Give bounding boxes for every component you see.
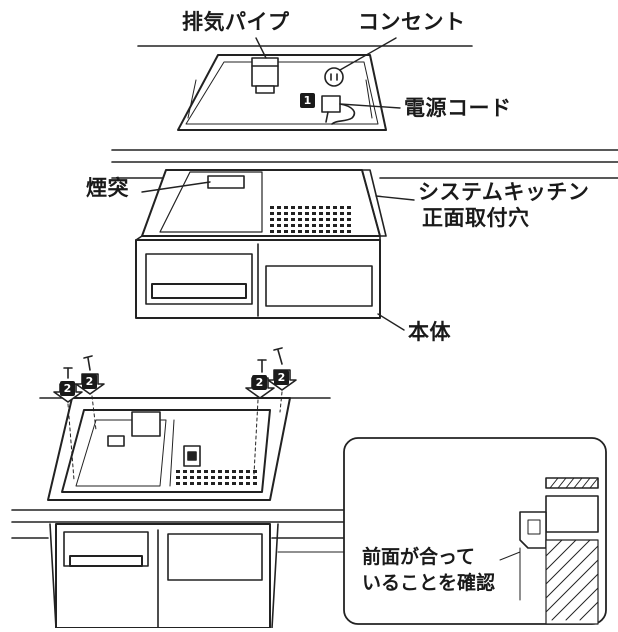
label-check-line2: いることを確認 [362,572,496,594]
step-1-badge: 1 [300,93,315,108]
top-figure [111,45,618,319]
label-exhaust-pipe: 排気パイプ [182,10,290,34]
leader-lines-top [141,37,415,331]
step-2-badge: 2 [252,375,267,390]
label-power-cord: 電源コード [404,96,512,120]
label-kitchen-front-line1: システムキッチン [418,180,590,204]
vent-grille-bottom [176,470,257,485]
vent-grille-top [270,206,351,233]
step-2-badge: 2 [60,381,75,396]
hatch-cabinet [545,539,599,621]
label-check-line1: 前面が合って [362,546,476,568]
step-2-badge: 2 [274,370,289,385]
detail-callout [343,437,607,625]
label-kitchen-front-line2: 正面取付穴 [422,206,530,230]
label-chimney: 煙突 [86,176,129,200]
guide-lines [67,391,283,481]
hatch-top [549,477,599,489]
screws [63,347,283,379]
label-outlet: コンセント [358,10,466,34]
step-2-badge: 2 [82,374,97,389]
label-main-unit: 本体 [408,320,451,344]
